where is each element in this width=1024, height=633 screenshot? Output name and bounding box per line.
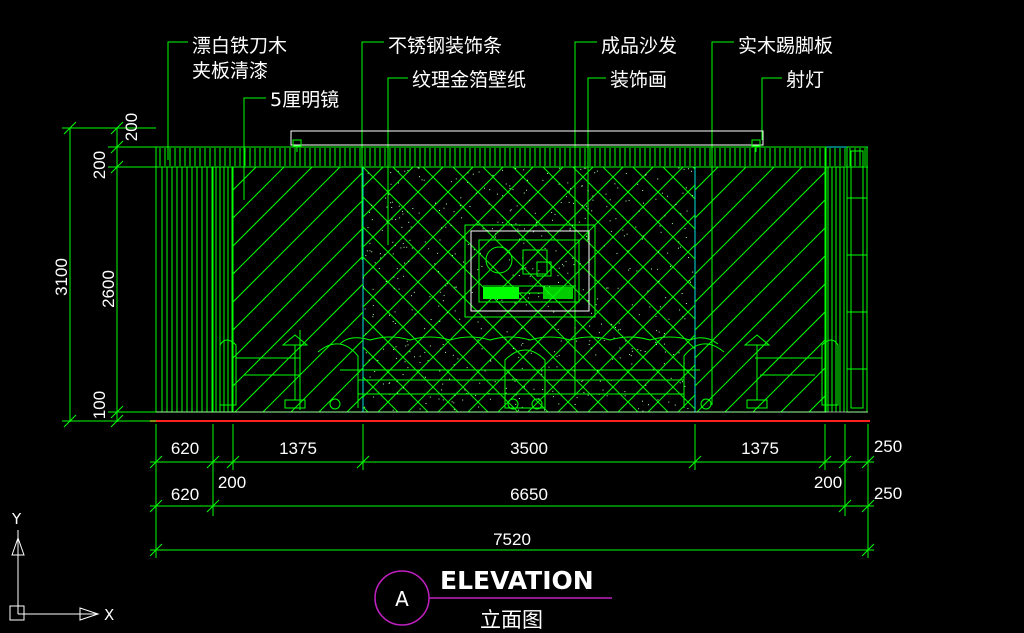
label-steel-strip: 不锈钢装饰条	[388, 35, 502, 57]
label-sofa: 成品沙发	[601, 35, 677, 57]
dim-ceiling: 200	[90, 151, 109, 179]
ucs-y-label: Y	[11, 510, 22, 528]
wall-outline	[155, 146, 827, 413]
label-mirror: 5厘明镜	[270, 89, 339, 111]
dim-base: 100	[90, 391, 109, 419]
dim-row1-e: 250	[874, 437, 902, 456]
skirting-column	[846, 146, 868, 413]
label-top-left-2: 夹板清漆	[192, 60, 268, 82]
dim-row2-a: 620	[171, 485, 199, 504]
horizontal-dimension-labels: 620 1375 3500 1375 250 620 200 6650 200 …	[171, 437, 902, 549]
wallpaper-texture	[363, 167, 694, 412]
dim-row2-e: 250	[874, 484, 902, 503]
title-block: A ELEVATION 立面图	[374, 566, 612, 632]
dim-wall-height: 2600	[99, 270, 118, 308]
dim-row1-b: 1375	[279, 439, 317, 458]
dim-row1-c: 3500	[510, 439, 548, 458]
vertical-dimensions	[62, 121, 156, 428]
veneer-panel	[161, 167, 845, 412]
dim-row2-d: 200	[814, 473, 842, 492]
annotation-labels: 漂白铁刀木 夹板清漆 5厘明镜 不锈钢装饰条 纹理金箔壁纸 成品沙发 装饰画 实…	[192, 35, 833, 111]
side-table-lamp-right	[743, 334, 839, 409]
dim-top-offset: 200	[122, 113, 141, 141]
ucs-x-label: X	[104, 606, 114, 624]
ceiling-bulkhead	[156, 130, 868, 168]
label-skirting: 实木踢脚板	[738, 35, 833, 57]
dim-total: 7520	[493, 530, 531, 549]
dim-row1-d: 1375	[741, 439, 779, 458]
side-table-lamp-left	[219, 330, 309, 410]
dim-overall-height: 3100	[52, 258, 71, 296]
dim-row2-b: 200	[218, 473, 246, 492]
dim-row2-c: 6650	[510, 485, 548, 504]
spotlight-icon	[292, 139, 761, 152]
section-marker-letter: A	[395, 587, 409, 611]
label-wallpaper: 纹理金箔壁纸	[412, 69, 526, 91]
title-main: ELEVATION	[440, 566, 594, 595]
ucs-icon: Y X	[9, 510, 114, 624]
horizontal-dimensions	[149, 424, 875, 558]
mirror-panel-left	[233, 167, 363, 412]
label-painting: 装饰画	[610, 69, 667, 91]
decorative-painting	[464, 224, 596, 318]
leader-lines	[167, 41, 782, 405]
mirror-panel-right	[695, 167, 825, 412]
label-spotlight: 射灯	[786, 69, 824, 91]
label-top-left-1: 漂白铁刀木	[192, 35, 287, 57]
dim-row1-a: 620	[171, 439, 199, 458]
title-sub: 立面图	[480, 608, 543, 632]
sofa-outline	[317, 336, 725, 410]
